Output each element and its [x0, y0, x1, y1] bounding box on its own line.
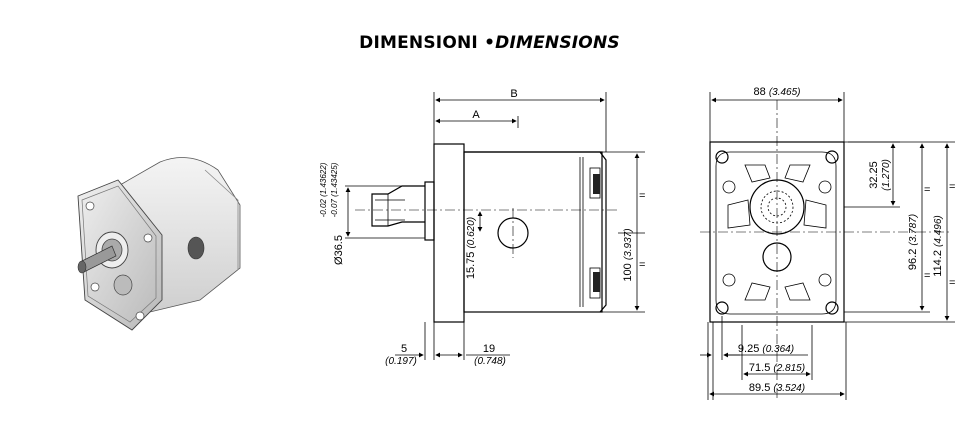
- dim-88-inch: (3.465): [769, 87, 801, 98]
- dim-19-label: 19: [483, 343, 495, 355]
- svg-text:=: =: [924, 184, 930, 196]
- svg-text:114.2 (4.496): 114.2 (4.496): [932, 215, 944, 276]
- dim-71-5-inch: (2.815): [773, 363, 805, 374]
- title-main: DIMENSIONI: [359, 33, 478, 53]
- dim-71-5-label: 71.5: [749, 362, 770, 374]
- dim-100-label: 100: [622, 263, 634, 281]
- dim-9-25-inch: (0.364): [762, 344, 794, 355]
- shaft-boss: [749, 179, 805, 235]
- svg-text:=: =: [949, 277, 955, 289]
- svg-text:-0.02 (1.43622): -0.02 (1.43622): [319, 162, 328, 217]
- dia-36-5-label: Ø36.5: [333, 235, 345, 265]
- svg-text:15.75 (0.620): 15.75 (0.620): [465, 217, 477, 279]
- dim-32-25-inch: (1.270): [881, 159, 892, 191]
- svg-text:71.5 (2.815): 71.5 (2.815): [749, 362, 805, 374]
- flange-outline: [433, 143, 465, 323]
- tol-1: -0.02: [319, 199, 328, 218]
- svg-text:9.25 (0.364): 9.25 (0.364): [738, 343, 794, 355]
- svg-text:89.5 (3.524): 89.5 (3.524): [749, 382, 805, 394]
- dim-A-label: A: [472, 109, 480, 121]
- svg-text:88 (3.465): 88 (3.465): [754, 86, 801, 98]
- title-bullet: •: [484, 33, 496, 53]
- dim-5-label: 5: [401, 343, 407, 355]
- dim-89-5-inch: (3.524): [773, 383, 805, 394]
- pump-3d-illustration: [77, 157, 241, 331]
- dim-32-25-label: 32.25: [868, 161, 880, 189]
- dim-15-75-inch: (0.620): [466, 217, 477, 249]
- dim-96-2-inch: (3.787): [908, 214, 919, 246]
- dim-B-label: B: [510, 88, 517, 100]
- dim-5-inch: (0.197): [385, 356, 417, 367]
- side-view: B A 100 (3.937) = = 15.75 (0.620) Ø36.5 …: [319, 88, 645, 367]
- dim-19-inch: (0.748): [474, 356, 506, 367]
- dim-96-2-label: 96.2: [907, 249, 919, 270]
- dim-100-inch: (3.937): [623, 228, 634, 260]
- front-view: 88 (3.465) 32.25 (1.270) 96.2 (3.787) = …: [700, 86, 955, 400]
- page-title: DIMENSIONI •DIMENSIONS: [0, 33, 979, 53]
- dim-114-2-label: 114.2: [932, 250, 944, 277]
- svg-text:=: =: [924, 270, 930, 282]
- svg-text:100 (3.937): 100 (3.937): [622, 228, 634, 281]
- pump-body-outline: [463, 151, 603, 313]
- dim-89-5-label: 89.5: [749, 382, 770, 394]
- svg-text:=: =: [949, 181, 955, 193]
- svg-text:=: =: [639, 259, 645, 271]
- tol-2-inch: (1.43425): [330, 162, 339, 197]
- dim-114-2-inch: (4.496): [933, 215, 944, 247]
- dim-88-label: 88: [754, 86, 766, 98]
- dim-9-25-label: 9.25: [738, 343, 759, 355]
- tol-2: -0.07: [330, 199, 339, 218]
- title-italic: DIMENSIONS: [495, 33, 620, 53]
- dim-15-75-label: 15.75: [465, 252, 477, 280]
- svg-text:=: =: [639, 190, 645, 202]
- svg-text:96.2 (3.787): 96.2 (3.787): [907, 214, 919, 270]
- svg-text:-0.07 (1.43425): -0.07 (1.43425): [330, 162, 339, 217]
- tol-1-inch: (1.43622): [319, 162, 328, 197]
- shaft-outline: [371, 185, 425, 227]
